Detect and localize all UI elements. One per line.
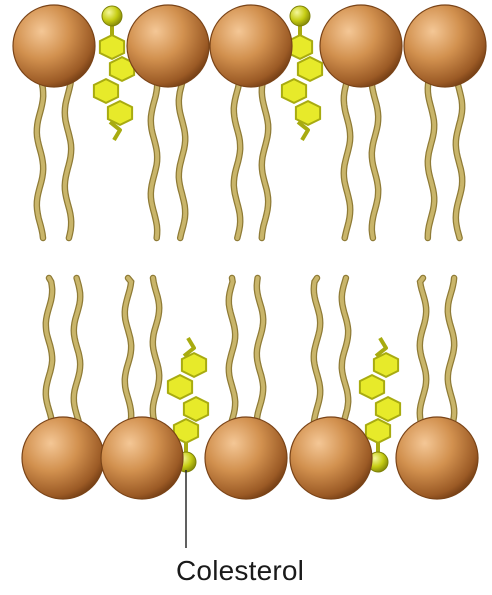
- cholesterol-bottom-1-ring: [184, 397, 208, 421]
- top-phosphate-head-1: [13, 5, 95, 87]
- cholesterol-top-1-oh-group: [102, 6, 122, 26]
- bottom-phosphate-head-1: [22, 417, 104, 499]
- fatty-acid-tails: [37, 76, 462, 428]
- top-phosphate-head-3: [210, 5, 292, 87]
- cholesterol-label: Colesterol: [176, 555, 304, 587]
- top-phosphate-head-2: [127, 5, 209, 87]
- cholesterol-top-2-ring: [282, 79, 306, 103]
- bottom-phosphate-head-5: [396, 417, 478, 499]
- bottom-phosphate-head-4: [290, 417, 372, 499]
- cholesterol-top-1-ring: [100, 35, 124, 59]
- cholesterol-bottom-2-ring: [360, 375, 384, 399]
- cholesterol-top-1: [94, 6, 134, 140]
- phosphate-heads: [13, 5, 486, 499]
- cholesterol-top-2: [282, 6, 322, 140]
- bottom-phosphate-head-2: [101, 417, 183, 499]
- cholesterol-top-1-ring: [94, 79, 118, 103]
- cholesterol-top-2-ring: [298, 57, 322, 81]
- top-phosphate-head-5: [404, 5, 486, 87]
- cholesterol-bottom-2-ring: [376, 397, 400, 421]
- top-phosphate-head-4: [320, 5, 402, 87]
- cholesterol-bottom-1-ring: [168, 375, 192, 399]
- cholesterol-top-2-oh-group: [290, 6, 310, 26]
- bottom-phosphate-head-3: [205, 417, 287, 499]
- cholesterol-bottom-2-ring: [366, 419, 390, 443]
